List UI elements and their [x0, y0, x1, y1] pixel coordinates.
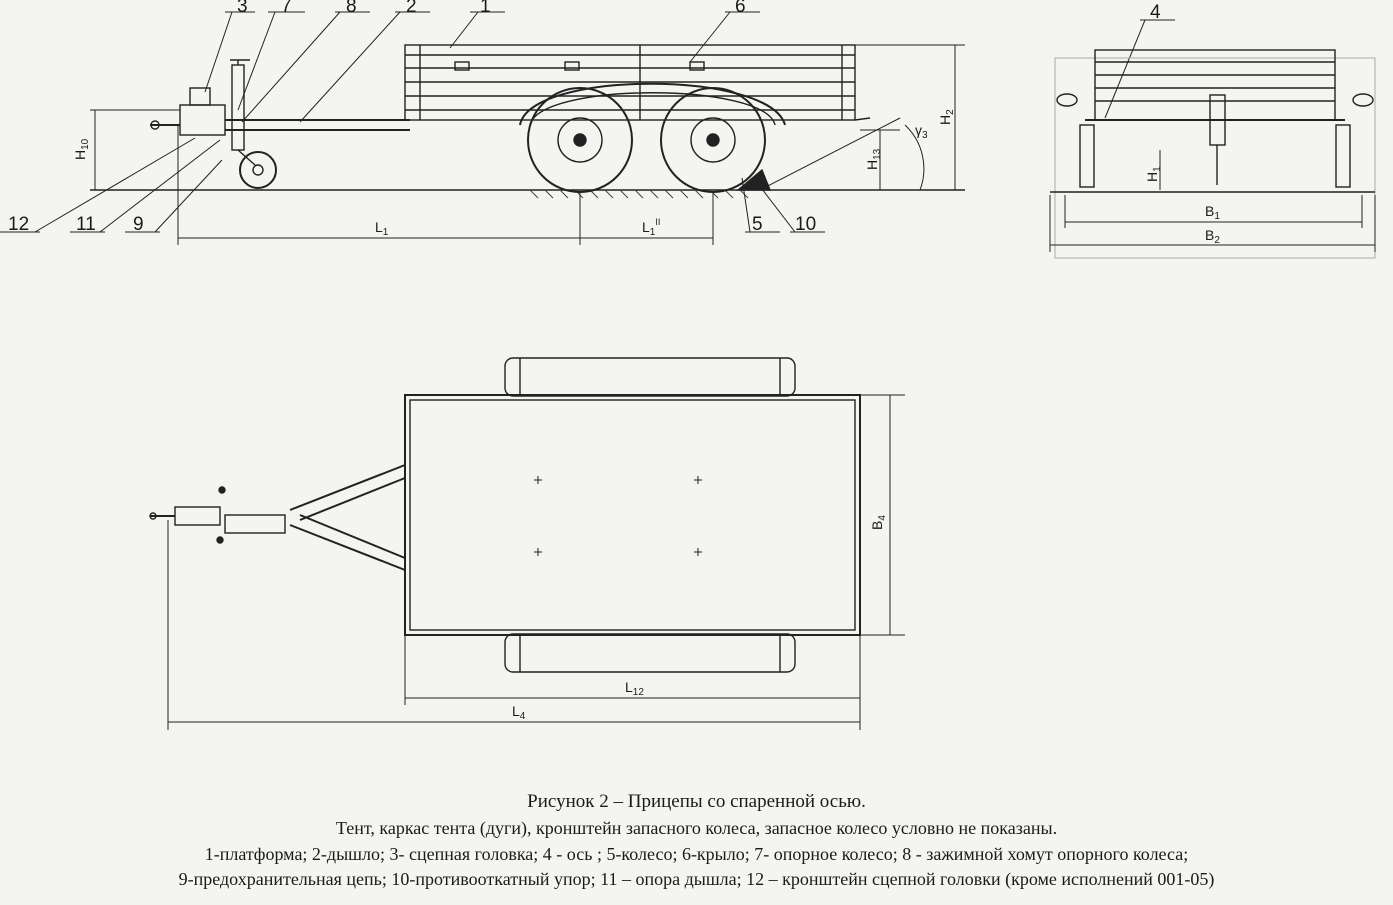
trailer-technical-drawing: 3 7 8 2 1 6 12 11 9 5 10 4 H10 H13 H2 γ3…	[0, 0, 1376, 730]
side-view	[90, 44, 965, 199]
dim-B1: B1	[1205, 203, 1220, 222]
callout-11: 11	[76, 214, 96, 235]
callout-10: 10	[795, 214, 816, 235]
callout-5: 5	[752, 214, 763, 235]
side-view-dimensions	[90, 44, 965, 245]
dim-L1pp: L1II	[642, 217, 660, 238]
callout-1: 1	[480, 0, 491, 17]
legend-line-2: 9-предохранительная цепь; 10-противоотка…	[178, 869, 1215, 889]
callout-2: 2	[406, 0, 417, 17]
dim-H13: H13	[864, 148, 883, 170]
dim-L4: L4	[512, 703, 526, 722]
dim-gamma3: γ3	[915, 122, 928, 141]
callout-7: 7	[281, 0, 292, 17]
legend-line-1: 1-платформа; 2-дышло; 3- сцепная головка…	[204, 844, 1189, 864]
dim-H2: H2	[937, 109, 956, 125]
rear-view	[1049, 49, 1376, 259]
dim-H10: H10	[72, 138, 91, 160]
dim-L12: L12	[625, 679, 644, 698]
dim-L1: L1	[375, 219, 389, 238]
figure-note: Тент, каркас тента (дуги), кронштейн зап…	[335, 818, 1058, 838]
callout-8: 8	[346, 0, 357, 17]
figure-title: Рисунок 2 – Прицепы со спаренной осью.	[527, 791, 866, 812]
callout-9: 9	[133, 214, 144, 235]
callout-6: 6	[735, 0, 746, 17]
callout-4: 4	[1150, 2, 1161, 23]
callout-12: 12	[8, 214, 29, 235]
callout-3: 3	[237, 0, 248, 17]
dim-H1: H1	[1144, 166, 1163, 182]
dim-B4: B4	[869, 515, 888, 530]
dim-B2: B2	[1205, 227, 1220, 246]
top-view	[149, 357, 905, 730]
